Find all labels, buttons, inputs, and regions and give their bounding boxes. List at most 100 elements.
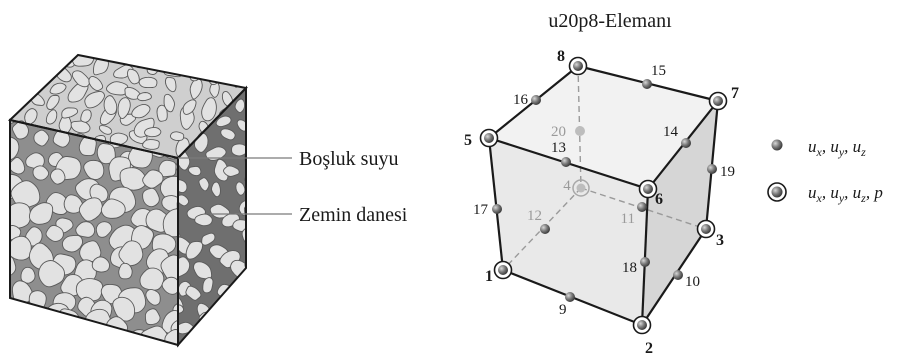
soil-grain	[258, 50, 270, 66]
soil-grain-label: Zemin danesi	[299, 204, 408, 226]
soil-grain	[0, 116, 9, 129]
soil-grain	[71, 70, 90, 88]
soil-grain	[162, 208, 178, 238]
soil-grain	[164, 76, 177, 93]
soil-grain	[10, 299, 17, 323]
soil-grain	[178, 194, 190, 207]
legend-displacement: ux, uy, uz	[771, 137, 866, 159]
soil-grain	[247, 81, 264, 100]
node-6: 6	[638, 179, 663, 208]
soil-grain	[169, 131, 185, 141]
soil-grain	[201, 97, 217, 122]
soil-grain	[215, 115, 232, 128]
node-5: 5	[464, 128, 499, 149]
node-8: 8	[557, 48, 588, 76]
node-16: 16	[513, 92, 541, 108]
soil-grain	[159, 346, 171, 359]
soil-grain	[49, 82, 67, 95]
node-19: 19	[707, 164, 735, 180]
soil-grain	[55, 55, 76, 68]
svg-text:4: 4	[563, 178, 571, 194]
soil-grain	[32, 165, 50, 181]
soil-grain	[10, 202, 31, 229]
soil-grain	[264, 80, 286, 97]
soil-grain	[131, 103, 151, 119]
soil-grain	[10, 180, 41, 209]
soil-grain	[252, 123, 264, 138]
soil-grain	[83, 159, 105, 181]
soil-grain	[244, 90, 246, 113]
soil-grain	[28, 202, 54, 225]
soil-grain	[75, 55, 87, 56]
soil-grain	[235, 181, 246, 196]
soil-grain	[198, 177, 210, 192]
soil-grain	[243, 204, 246, 224]
soil-grain	[160, 254, 178, 282]
soil-grain	[91, 256, 110, 273]
node-3: 3	[696, 219, 724, 249]
soil-grain	[232, 219, 246, 232]
soil-grain	[33, 129, 50, 147]
soil-grain	[118, 262, 133, 280]
node-12: 12	[527, 208, 550, 234]
element-front-face	[489, 138, 648, 325]
soil-grain	[187, 165, 202, 177]
soil-grain	[117, 97, 131, 119]
soil-grain	[231, 143, 246, 157]
node-13: 13	[551, 140, 571, 167]
soil-grain	[134, 55, 152, 69]
node-11: 11	[621, 202, 647, 227]
soil-grain	[198, 311, 216, 331]
soil-grain	[257, 219, 272, 238]
soil-grain	[258, 170, 272, 186]
soil-grain	[71, 55, 94, 67]
soil-grain	[0, 116, 9, 135]
soil-grain	[252, 133, 267, 153]
soil-grain	[240, 275, 246, 295]
soil-grain	[221, 91, 234, 108]
soil-grain	[10, 235, 32, 261]
svg-text:2: 2	[645, 340, 653, 357]
soil-grain	[0, 276, 9, 296]
svg-text:18: 18	[622, 260, 637, 276]
soil-block-edges	[7, 53, 249, 348]
soil-grain	[202, 277, 214, 294]
node-10: 10	[673, 270, 700, 290]
legend: ux, uy, uz ux, uy, uz, p	[767, 137, 883, 205]
svg-text:3: 3	[716, 232, 724, 249]
svg-text:1: 1	[485, 268, 493, 285]
element-top-face	[489, 66, 718, 189]
soil-grain	[99, 55, 111, 58]
soil-grain	[96, 143, 116, 165]
node-4: 4	[563, 178, 590, 197]
soil-grain	[24, 108, 38, 126]
soil-grain	[25, 73, 38, 92]
soil-grain	[38, 260, 65, 288]
soil-grain	[137, 92, 152, 102]
soil-grain	[161, 276, 178, 295]
soil-grain	[223, 165, 240, 177]
soil-grain	[139, 267, 165, 291]
soil-grain	[259, 92, 276, 112]
soil-grain	[178, 256, 191, 278]
soil-grain	[10, 156, 26, 175]
soil-grain	[144, 126, 162, 138]
svg-text:12: 12	[527, 208, 542, 224]
soil-grain	[79, 240, 102, 263]
soil-grain	[163, 93, 175, 113]
element-side-face	[642, 101, 718, 325]
soil-grain	[98, 125, 113, 135]
soil-grain	[20, 266, 36, 284]
u20p8-element: u20p8-Elemanı 4 20	[464, 10, 739, 357]
soil-grain	[182, 99, 197, 115]
soil-grain	[88, 76, 104, 91]
soil-grain	[12, 120, 29, 140]
soil-grain	[124, 86, 141, 100]
soil-grain	[10, 100, 19, 115]
soil-grain	[259, 254, 274, 265]
soil-grain	[103, 95, 118, 115]
svg-text:14: 14	[663, 124, 679, 140]
svg-text:17: 17	[473, 202, 489, 218]
soil-grain	[127, 68, 140, 85]
soil-grain	[178, 179, 188, 193]
